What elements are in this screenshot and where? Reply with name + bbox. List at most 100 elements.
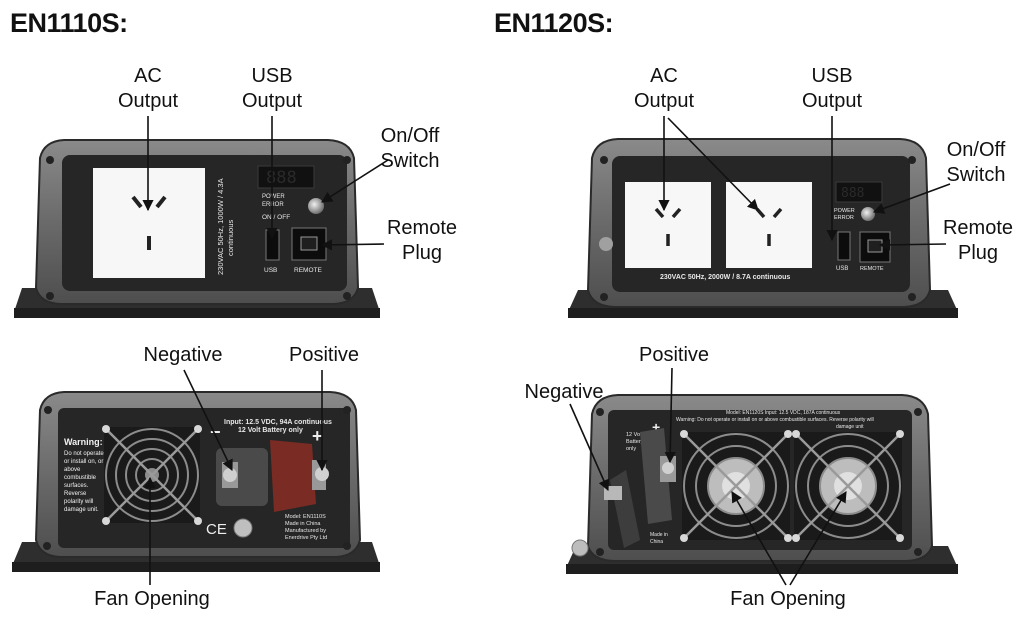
on-off-knob-icon <box>308 198 324 214</box>
warning-line: above <box>64 467 81 473</box>
en1110s-rear-unit: Warning: Do not operate or install on, o… <box>12 391 380 572</box>
warning-line: damage unit. <box>64 507 99 513</box>
positive-terminal <box>640 428 676 524</box>
model-line: Manufactured by <box>285 528 326 534</box>
label-on-off-switch-right: On/Off Switch <box>936 138 1016 188</box>
label-negative-left: Negative <box>143 344 223 366</box>
screw-icon <box>343 406 351 414</box>
screw-icon <box>914 408 922 416</box>
model-info: Model: EN1110S Made in China Manufacture… <box>285 514 327 541</box>
ac-socket-1 <box>625 182 711 268</box>
rating-label: 230VAC 50Hz, 2000W / 8.7A continuous <box>660 274 790 281</box>
battery-label: 12 Volt Battery only <box>238 427 303 434</box>
en1120s-front-unit: 230VAC 50Hz, 2000W / 8.7A continuous 888… <box>568 138 958 318</box>
label-line: AC <box>650 65 678 87</box>
warning-line: combustible <box>64 475 97 481</box>
on-off-label: ON / OFF <box>262 214 290 221</box>
label-remote-plug-left: Remote Plug <box>382 216 462 266</box>
label-line: Remote <box>386 217 458 239</box>
en1120s-rear-unit: Model: EN1120S Input: 12.5 VDC, 187A con… <box>566 394 958 574</box>
warning-line: surfaces. <box>64 483 89 489</box>
label-line: On/Off <box>380 125 440 147</box>
callout-arrows <box>142 116 951 586</box>
label-fan-opening-left: Fan Opening <box>94 588 210 610</box>
ground-screw-icon <box>233 518 253 538</box>
warning-text: Do not operate or install on, or above c… <box>64 451 104 513</box>
screw-icon <box>600 156 608 164</box>
side-knob-icon <box>599 237 613 251</box>
arrow-negative-left <box>183 369 233 472</box>
fan-grille-icon <box>680 430 792 542</box>
screw-icon <box>343 292 351 300</box>
arrow-fan-right-2 <box>789 491 847 586</box>
led-display <box>835 181 883 203</box>
usb-label: USB <box>836 266 848 272</box>
screw-icon <box>914 548 922 556</box>
label-line: USB <box>251 65 293 87</box>
warning-line: polarity will <box>64 499 93 505</box>
label-line: Output <box>117 90 179 112</box>
remote-port <box>291 227 327 261</box>
negative-terminal <box>216 448 268 506</box>
label-line: Output <box>241 90 303 112</box>
model-line: Made in China <box>285 521 321 527</box>
remote-label: REMOTE <box>294 267 322 274</box>
screw-icon <box>596 408 604 416</box>
led-digits: 888 <box>841 186 864 201</box>
error-label: ERROR <box>834 215 854 221</box>
plus-symbol: + <box>312 426 323 446</box>
arrow-positive-right <box>664 367 676 464</box>
model-line: Model: EN1110S <box>285 514 326 520</box>
fan-grille-icon <box>102 425 202 525</box>
label-remote-plug-right: Remote Plug <box>938 216 1018 266</box>
warning-line: or install on, or <box>64 459 103 465</box>
ac-socket <box>93 168 205 278</box>
label-usb-output-right: USB Output <box>792 64 872 114</box>
arrow-ac-right-2 <box>667 117 759 211</box>
label-line: Plug <box>957 242 999 264</box>
screw-icon <box>908 156 916 164</box>
made-line: Made in <box>650 532 668 538</box>
model-line: Model: EN1120S Input: 12.5 VDC, 187A con… <box>726 410 841 416</box>
label-on-off-switch-left: On/Off Switch <box>370 124 450 174</box>
made-line: China <box>650 539 663 545</box>
base-foot <box>12 562 380 572</box>
screw-icon <box>46 292 54 300</box>
usb-port <box>837 231 851 261</box>
label-line: AC <box>134 65 162 87</box>
label-usb-output-left: USB Output <box>232 64 312 114</box>
arrow-remote-right <box>878 239 947 251</box>
rating-label: 230VAC 50Hz, 1000W / 4.3A <box>216 178 225 275</box>
ground-screw-icon <box>571 539 589 557</box>
label-line: Plug <box>401 242 443 264</box>
label-line: Output <box>633 90 695 112</box>
remote-jack <box>300 236 318 251</box>
screw-icon <box>343 542 351 550</box>
arrow-fan-right-1 <box>731 491 787 586</box>
led-digits: 888 <box>266 168 297 188</box>
base-foot <box>14 308 380 318</box>
label-line: Switch <box>946 164 1006 186</box>
screw-icon <box>596 548 604 556</box>
plus-symbol: + <box>652 419 660 435</box>
label-positive-left: Positive <box>288 344 360 366</box>
socket-pins-icon <box>131 195 167 250</box>
battery-line: 12 Volt <box>626 432 643 438</box>
usb-label: USB <box>264 267 277 274</box>
minus-symbol: − <box>210 422 221 442</box>
label-ac-output-right: AC Output <box>624 64 704 114</box>
label-positive-right: Positive <box>638 344 710 366</box>
screw-icon <box>343 156 351 164</box>
ce-mark-icon: CE <box>206 521 227 538</box>
warning-title: Warning: <box>64 437 103 447</box>
label-line: Switch <box>380 150 440 172</box>
label-line: USB <box>811 65 853 87</box>
socket-pins-icon <box>654 207 682 246</box>
label-line: On/Off <box>946 139 1006 161</box>
warning-line: Reverse <box>64 491 87 497</box>
screw-icon <box>44 406 52 414</box>
arrow-remote-left <box>320 239 385 251</box>
label-line: Output <box>801 90 863 112</box>
made-in-label: Made in China <box>650 532 668 545</box>
